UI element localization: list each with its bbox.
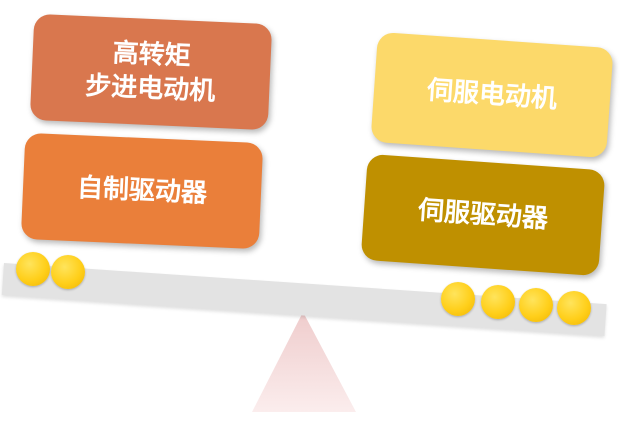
right-coin <box>441 282 475 316</box>
stepper-motor-box: 高转矩 步进电动机 <box>29 13 273 131</box>
servo-motor-box: 伺服电动机 <box>370 31 614 159</box>
custom-driver-box: 自制驱动器 <box>20 132 264 250</box>
servo-driver-box: 伺服驱动器 <box>360 153 606 277</box>
right-coin <box>557 291 591 325</box>
left-coin <box>51 255 85 289</box>
right-coin <box>481 285 515 319</box>
right-coin <box>519 288 553 322</box>
left-coin <box>16 252 50 286</box>
